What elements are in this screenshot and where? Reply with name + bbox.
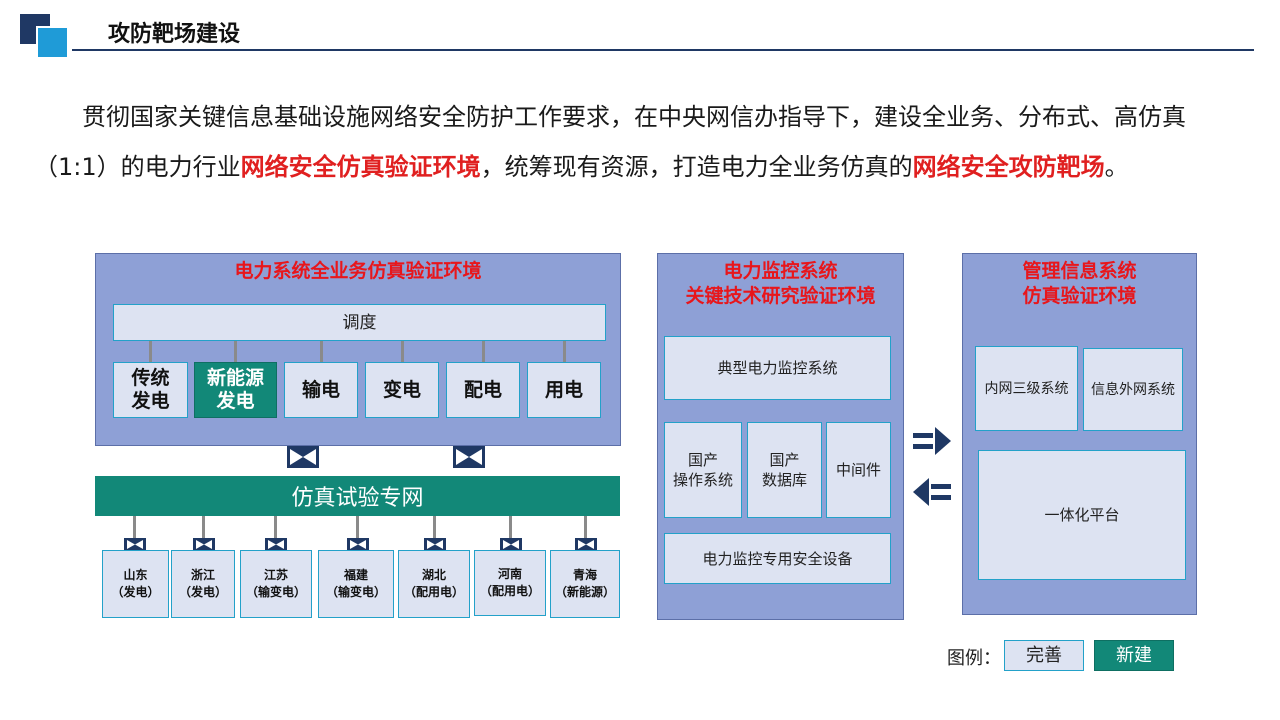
gateway-icon <box>124 538 146 551</box>
connector <box>356 516 359 540</box>
gateway-icon <box>453 446 485 468</box>
monitoring-panel-title: 电力监控系统 关键技术研究验证环境 <box>685 260 876 307</box>
dispatch-box: 调度 <box>113 304 606 341</box>
connector <box>401 341 404 362</box>
connector <box>133 516 136 540</box>
page-title: 攻防靶场建设 <box>108 22 241 47</box>
province-henan: 河南 （配用电） <box>474 550 546 616</box>
gateway-icon <box>287 446 319 468</box>
province-zhejiang: 浙江 （发电） <box>171 550 235 618</box>
gateway-icon <box>424 538 446 551</box>
integrated-platform-box: 一体化平台 <box>978 450 1186 580</box>
connector <box>274 516 277 540</box>
power-system-panel-title: 电力系统全业务仿真验证环境 <box>234 260 482 282</box>
legend-existing-swatch: 完善 <box>1004 640 1084 671</box>
domestic-database-box: 国产 数据库 <box>747 422 822 518</box>
domestic-os-box: 国产 操作系统 <box>664 422 742 518</box>
intro-highlight-2: 网络安全攻防靶场 <box>912 153 1105 181</box>
arrow-right-icon <box>913 427 951 455</box>
module-consumption: 用电 <box>527 362 601 418</box>
connector <box>482 341 485 362</box>
connector <box>563 341 566 362</box>
extranet-system-box: 信息外网系统 <box>1083 348 1183 431</box>
connector <box>584 516 587 540</box>
connector <box>234 341 237 362</box>
legend-new-swatch: 新建 <box>1094 640 1174 671</box>
connector <box>202 516 205 540</box>
intro-text-1: 贯彻国家关键信息基础设施网络安全防护工作要求，在中央网信办指导下，建设全业务、分… <box>34 103 1186 181</box>
typical-monitoring-system-box: 典型电力监控系统 <box>664 336 891 400</box>
security-device-box: 电力监控专用安全设备 <box>664 533 891 584</box>
gateway-icon <box>193 538 215 551</box>
connector <box>320 341 323 362</box>
management-panel-title: 管理信息系统 仿真验证环境 <box>1022 260 1137 307</box>
intro-text-2: ，统筹现有资源，打造电力全业务仿真的 <box>480 153 913 181</box>
module-renewable-generation: 新能源 发电 <box>194 362 277 418</box>
simulation-network-bar: 仿真试验专网 <box>95 476 620 516</box>
province-fujian: 福建 （输变电） <box>318 550 394 618</box>
province-jiangsu: 江苏 （输变电） <box>240 550 312 618</box>
intro-highlight-1: 网络安全仿真验证环境 <box>240 153 481 181</box>
module-substation: 变电 <box>365 362 439 418</box>
gateway-icon <box>575 538 597 551</box>
intranet-system-box: 内网三级系统 <box>975 346 1078 431</box>
legend-label: 图例： <box>947 648 1001 669</box>
connector <box>433 516 436 540</box>
gateway-icon <box>265 538 287 551</box>
province-qinghai: 青海 （新能源） <box>550 550 620 618</box>
gateway-icon <box>500 538 522 551</box>
intro-paragraph: 贯彻国家关键信息基础设施网络安全防护工作要求，在中央网信办指导下，建设全业务、分… <box>34 92 1254 192</box>
province-hubei: 湖北 （配用电） <box>398 550 470 618</box>
connector <box>149 341 152 362</box>
middleware-box: 中间件 <box>826 422 891 518</box>
connector <box>509 516 512 540</box>
gateway-icon <box>347 538 369 551</box>
module-distribution: 配电 <box>446 362 520 418</box>
module-traditional-generation: 传统 发电 <box>113 362 188 418</box>
intro-text-3: 。 <box>1104 153 1129 181</box>
arrow-left-icon <box>913 478 951 506</box>
title-divider <box>72 49 1254 51</box>
province-shandong: 山东 （发电） <box>102 550 169 618</box>
logo-light-square <box>36 26 69 59</box>
module-transmission: 输电 <box>284 362 358 418</box>
